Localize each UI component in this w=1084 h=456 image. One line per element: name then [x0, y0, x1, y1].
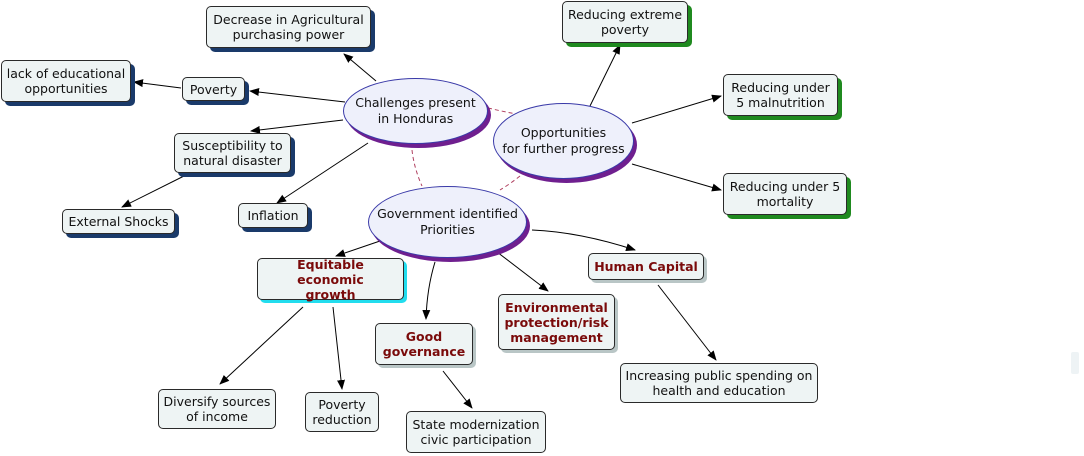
node-good-governance[interactable]: Good governance — [375, 323, 473, 365]
arrow-opp-mortality — [631, 163, 722, 192]
arrow-pri-environment — [496, 251, 549, 292]
node-reducing-malnutrition[interactable]: Reducing under 5 malnutrition — [723, 74, 838, 116]
node-agri-purchasing[interactable]: Decrease in Agricultural purchasing powe… — [206, 6, 371, 48]
arrow-governance-state — [442, 370, 473, 409]
arrow-challenges-agri — [343, 53, 377, 82]
node-natural-disaster[interactable]: Susceptibility to natural disaster — [174, 133, 291, 173]
node-environmental-protection[interactable]: Environmental protection/risk management — [498, 294, 615, 350]
arrow-challenges-poverty — [249, 88, 346, 103]
node-education[interactable]: lack of educational opportunities — [1, 60, 131, 102]
node-reducing-extreme-poverty[interactable]: Reducing extreme poverty — [562, 1, 688, 43]
arrow-challenges-natural — [250, 119, 344, 134]
node-poverty-reduction[interactable]: Poverty reduction — [305, 392, 379, 432]
node-external-shocks[interactable]: External Shocks — [62, 209, 175, 234]
arrow-opp-extreme — [589, 44, 621, 107]
arrow-growth-poverty-reduction — [332, 306, 345, 390]
arrow-challenges-inflation — [276, 142, 369, 204]
link-challenges-priorities — [411, 149, 423, 187]
arrow-pri-human-capital — [531, 229, 636, 252]
link-opportunities-priorities — [499, 175, 521, 191]
node-equitable-growth[interactable]: Equitable economic growth — [257, 257, 404, 302]
node-human-capital[interactable]: Human Capital — [588, 253, 704, 280]
arrow-pri-governance — [422, 261, 436, 320]
challenges-ellipse[interactable]: Challenges present in Honduras — [343, 78, 488, 144]
node-inflation[interactable]: Inflation — [238, 203, 308, 228]
node-state-modernization[interactable]: State modernization civic participation — [406, 411, 546, 453]
priorities-ellipse[interactable]: Government identified Priorities — [368, 186, 527, 258]
edge-fragment — [1071, 352, 1079, 374]
arrow-pri-growth — [335, 240, 381, 257]
arrow-natural-shocks — [121, 175, 185, 208]
arrow-poverty-education — [133, 79, 182, 89]
opportunities-ellipse[interactable]: Opportunities for further progress — [493, 103, 634, 179]
node-public-spending[interactable]: Increasing public spending on health and… — [620, 363, 818, 403]
arrow-opp-malnutrition — [631, 94, 722, 124]
arrow-growth-diversify — [219, 306, 304, 385]
node-reducing-mortality[interactable]: Reducing under 5 mortality — [723, 173, 847, 215]
arrow-human-spending — [657, 284, 717, 361]
node-poverty[interactable]: Poverty — [182, 77, 245, 101]
node-diversify-income[interactable]: Diversify sources of income — [158, 389, 276, 429]
